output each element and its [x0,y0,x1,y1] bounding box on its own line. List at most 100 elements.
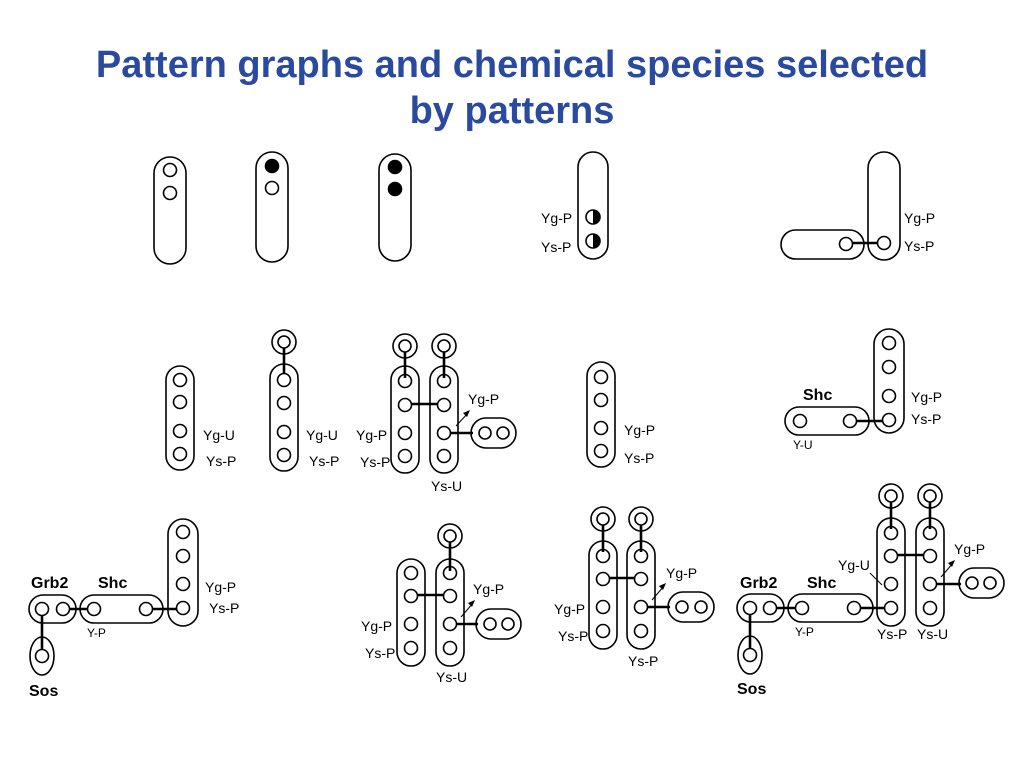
arrowhead [463,410,470,417]
adaptor-capsule [780,229,865,260]
receptor-capsule [577,151,609,260]
label-yg-p: Yg-P [541,210,572,226]
site-open [443,529,457,543]
label-yg-p: Yg-P [904,210,935,226]
receptor-capsule [153,156,187,265]
label-sos: Sos [737,681,766,698]
label-grb2: Grb2 [31,575,68,592]
site-open [883,548,899,564]
site-open [884,489,898,503]
site-open [876,235,892,251]
site-filled [387,159,403,175]
receptor-capsule [390,365,420,474]
label-ys-p: Ys-P [624,450,654,466]
label-grb2: Grb2 [740,575,777,592]
site-open [742,647,758,663]
arrowhead [659,583,666,590]
label-shc: Shc [807,575,836,592]
site-open [55,601,71,617]
site-open [501,617,515,631]
site-open [34,601,50,617]
label-yg-p: Yg-P [554,601,585,617]
receptor-capsule [867,151,901,261]
receptor-capsule [915,517,945,627]
site-open [881,412,897,428]
label-ys-p: Ys-P [904,238,934,254]
label-ys-p: Ys-P [911,411,941,427]
site-open [276,395,292,411]
site-open [442,640,458,656]
receptor-capsule [378,153,412,262]
site-open [922,525,938,541]
site-open [397,448,413,464]
site-open [922,548,938,564]
site-open [478,426,492,440]
slide-title: Pattern graphs and chemical species sele… [0,42,1024,134]
label-ys-u: Ys-U [436,669,467,685]
label-yg-u: Yg-U [838,557,870,573]
label-yg-u: Yg-U [203,427,235,443]
site-open [593,392,609,408]
site-open [595,571,611,587]
site-open [276,372,292,388]
label-ys-p: Ys-P [309,453,339,469]
site-open [694,600,708,614]
site-open [276,447,292,463]
site-open [593,420,609,436]
label-shc: Shc [803,387,832,404]
site-open [965,576,979,590]
receptor-capsule [626,540,656,650]
site-open [496,426,510,440]
site-open [403,616,419,632]
adaptor-capsule [470,417,517,449]
site-open [397,397,413,413]
label-yg-p: Yg-P [624,422,655,438]
site-open [633,548,649,564]
label-y-p: Y-P [795,625,814,639]
label-ys-u: Ys-U [917,626,948,642]
half-fill [593,210,600,224]
site-open [883,525,899,541]
label-yg-p: Yg-P [361,618,392,634]
site-open [675,600,689,614]
site-open [175,600,191,616]
label-yg-p: Yg-P [911,389,942,405]
adaptor-capsule [667,591,715,623]
label-ys-p: Ys-P [206,453,236,469]
label-ys-p: Ys-P [541,239,571,255]
site-open [633,623,649,639]
site-open [277,335,291,349]
receptor-capsule [435,558,465,667]
site-open [403,565,419,581]
site-open [633,571,649,587]
site-open [983,576,997,590]
site-open [162,185,178,201]
site-open [276,424,292,440]
site-open [922,600,938,616]
species-2: Yg-U Ys-P [269,329,339,472]
site-open [596,512,610,526]
site-open [175,576,191,592]
pointer-line [869,572,883,586]
label-shc: Shc [98,575,127,592]
site-open [264,180,280,196]
receptor-capsule [876,517,906,627]
species-1: Yg-U Ys-P [165,365,236,471]
site-open [634,512,648,526]
receptor-capsule [167,518,199,627]
site-open [595,548,611,564]
receptor-capsule [165,365,195,471]
label-ys-p: Ys-P [209,600,239,616]
label-ys-p: Ys-P [360,454,390,470]
label-ys-p: Ys-P [558,628,588,644]
site-open [403,640,419,656]
site-open [883,600,899,616]
species-4: Yg-P Ys-P [586,361,655,468]
label-yg-u: Yg-U [306,427,338,443]
label-y-u: Y-U [793,438,813,452]
label-ys-p: Ys-P [628,653,658,669]
pattern-3 [378,153,412,262]
site-open [34,648,50,664]
site-open [437,339,451,353]
site-open [436,425,452,441]
